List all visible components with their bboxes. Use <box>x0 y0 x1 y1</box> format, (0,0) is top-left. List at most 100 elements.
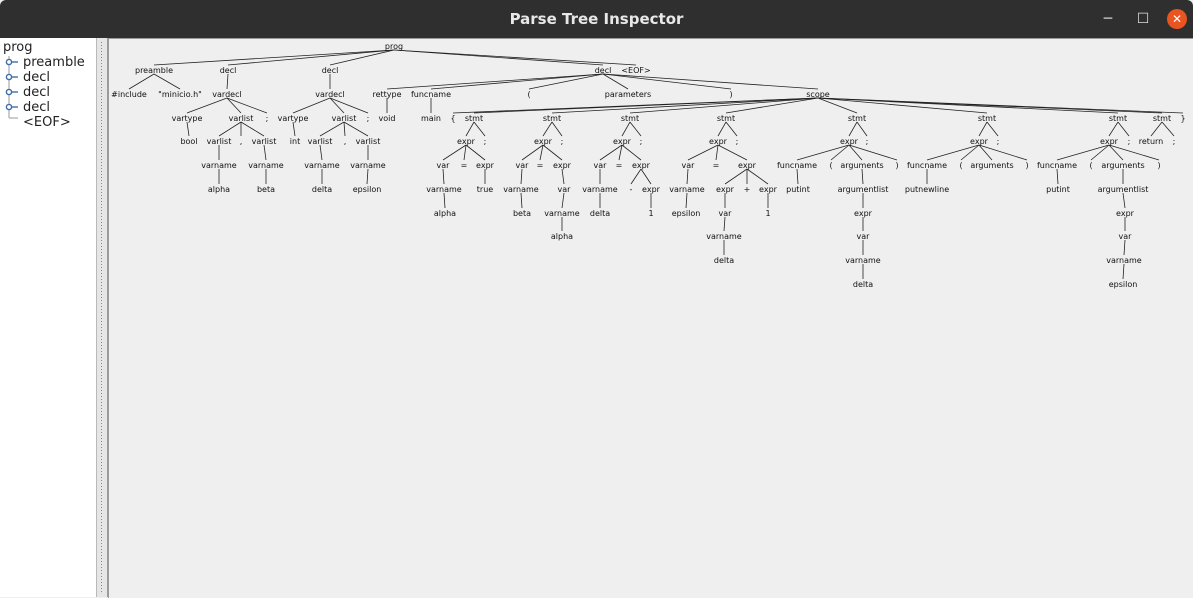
tree-node-sc5[interactable]: ; <box>866 137 869 146</box>
tree-node-d2[interactable]: decl <box>322 66 339 75</box>
tree-node-one2[interactable]: 1 <box>765 209 770 218</box>
tree-node-e2[interactable]: expr <box>534 137 553 146</box>
tree-node-vd2[interactable]: vardecl <box>315 90 344 99</box>
tree-node-delta2[interactable]: delta <box>590 209 610 218</box>
tree-node-e4c[interactable]: expr <box>716 185 735 194</box>
tree-node-e6[interactable]: expr <box>970 137 989 146</box>
minimize-icon[interactable]: ─ <box>1103 11 1113 27</box>
split-pane-divider[interactable] <box>97 38 108 597</box>
tree-node-vn1b[interactable]: varname <box>248 161 284 170</box>
tree-node-sc4[interactable]: ; <box>736 137 739 146</box>
tree-node-semi1[interactable]: ; <box>266 114 269 123</box>
tree-node-semi2[interactable]: ; <box>367 114 370 123</box>
tree-node-vt2[interactable]: vartype <box>278 114 309 123</box>
tree-node-e1b[interactable]: expr <box>476 161 495 170</box>
tree-node-alpha2[interactable]: alpha <box>434 209 456 218</box>
tree-node-comma2[interactable]: , <box>344 137 347 146</box>
tree-node-rt[interactable]: rettype <box>372 90 401 99</box>
tree-node-rp[interactable]: ) <box>729 90 732 99</box>
tree-node-fn7[interactable]: funcname <box>1037 161 1077 170</box>
tree-node-e1[interactable]: expr <box>457 137 476 146</box>
tree-node-v2[interactable]: var <box>516 161 530 170</box>
tree-node-sc8[interactable]: ; <box>1173 137 1176 146</box>
tree-node-bool[interactable]: bool <box>180 137 197 146</box>
expand-handle-icon[interactable] <box>5 73 18 81</box>
tree-node-eps3[interactable]: epsilon <box>1109 280 1138 289</box>
tree-node-pnl[interactable]: putnewline <box>905 185 949 194</box>
tree-node-args6[interactable]: arguments <box>970 161 1013 170</box>
tree-node-main[interactable]: main <box>421 114 441 123</box>
tree-node-pre[interactable]: preamble <box>135 66 173 75</box>
tree-node-v1[interactable]: var <box>437 161 451 170</box>
tree-node-vt1[interactable]: vartype <box>172 114 203 123</box>
tree-node-one1[interactable]: 1 <box>648 209 653 218</box>
tree-node-sc6[interactable]: ; <box>997 137 1000 146</box>
tree-node-delta4[interactable]: delta <box>853 280 873 289</box>
tree-node-s5[interactable]: stmt <box>848 114 866 123</box>
tree-node-sc2[interactable]: ; <box>561 137 564 146</box>
tree-node-void[interactable]: void <box>379 114 396 123</box>
tree-node-beta2[interactable]: beta <box>513 209 531 218</box>
tree-node-v3[interactable]: var <box>594 161 608 170</box>
tree-node-vl1[interactable]: varlist <box>229 114 254 123</box>
tree-node-s2[interactable]: stmt <box>543 114 561 123</box>
tree-node-rp7[interactable]: ) <box>1157 161 1160 170</box>
tree-node-e2b[interactable]: expr <box>553 161 572 170</box>
tree-node-s4[interactable]: stmt <box>717 114 735 123</box>
tree-node-rbrace[interactable]: } <box>1180 114 1185 123</box>
tree-node-e3c[interactable]: expr <box>642 185 661 194</box>
tree-item-decl[interactable]: decl <box>23 100 51 115</box>
tree-node-v4b[interactable]: var <box>719 209 733 218</box>
tree-node-vn2a[interactable]: varname <box>304 161 340 170</box>
tree-node-v2b[interactable]: var <box>558 185 572 194</box>
tree-node-plus[interactable]: + <box>744 185 751 194</box>
tree-node-fn5[interactable]: funcname <box>777 161 817 170</box>
tree-node-v5[interactable]: var <box>857 232 871 241</box>
tree-node-vn7[interactable]: varname <box>669 185 705 194</box>
tree-node-d3[interactable]: decl <box>595 66 612 75</box>
tree-node-args7[interactable]: arguments <box>1101 161 1144 170</box>
tree-node-lp[interactable]: ( <box>527 90 530 99</box>
tree-item-eof[interactable]: <EOF> <box>23 115 71 130</box>
tree-item-decl[interactable]: decl <box>23 85 51 100</box>
close-icon[interactable]: ✕ <box>1167 9 1187 29</box>
tree-node-e5[interactable]: expr <box>840 137 859 146</box>
tree-node-delta3[interactable]: delta <box>714 256 734 265</box>
tree-node-e7b[interactable]: expr <box>1116 209 1135 218</box>
tree-node-sc3[interactable]: ; <box>640 137 643 146</box>
tree-node-rp6[interactable]: ) <box>1025 161 1028 170</box>
maximize-icon[interactable]: ☐ <box>1136 11 1150 27</box>
tree-node-al7[interactable]: argumentlist <box>1098 185 1149 194</box>
tree-node-lbrace[interactable]: { <box>450 114 455 123</box>
tree-node-fn[interactable]: funcname <box>411 90 451 99</box>
expand-handle-icon[interactable] <box>5 58 18 66</box>
tree-node-e4[interactable]: expr <box>709 137 728 146</box>
tree-node-vn2b[interactable]: varname <box>350 161 386 170</box>
tree-node-s7[interactable]: stmt <box>1109 114 1127 123</box>
tree-node-minicio[interactable]: "minicio.h" <box>158 90 202 99</box>
tree-node-eq4[interactable]: = <box>713 161 720 170</box>
tree-node-e7[interactable]: expr <box>1100 137 1119 146</box>
tree-node-alpha3[interactable]: alpha <box>551 232 573 241</box>
tree-node-eof[interactable]: <EOF> <box>621 66 650 75</box>
tree-outline-pane[interactable]: prog preamble decl decl decl <EOF> <box>0 38 97 597</box>
tree-node-s6[interactable]: stmt <box>978 114 996 123</box>
tree-node-scope[interactable]: scope <box>806 90 830 99</box>
tree-node-alpha1[interactable]: alpha <box>208 185 230 194</box>
tree-node-vn1a[interactable]: varname <box>201 161 237 170</box>
tree-node-s3[interactable]: stmt <box>621 114 639 123</box>
tree-node-prog[interactable]: prog <box>385 42 403 51</box>
tree-node-vl2b[interactable]: varlist <box>356 137 381 146</box>
tree-node-vn8[interactable]: varname <box>706 232 742 241</box>
tree-node-vd1[interactable]: vardecl <box>212 90 241 99</box>
tree-node-delta1[interactable]: delta <box>312 185 332 194</box>
tree-node-d1[interactable]: decl <box>220 66 237 75</box>
tree-node-vl2[interactable]: varlist <box>332 114 357 123</box>
tree-node-fn6[interactable]: funcname <box>907 161 947 170</box>
tree-node-lp6[interactable]: ( <box>959 161 962 170</box>
expand-handle-icon[interactable] <box>5 88 18 96</box>
tree-node-eq3[interactable]: = <box>616 161 623 170</box>
tree-node-vn10[interactable]: varname <box>1106 256 1142 265</box>
tree-node-e5b[interactable]: expr <box>854 209 873 218</box>
